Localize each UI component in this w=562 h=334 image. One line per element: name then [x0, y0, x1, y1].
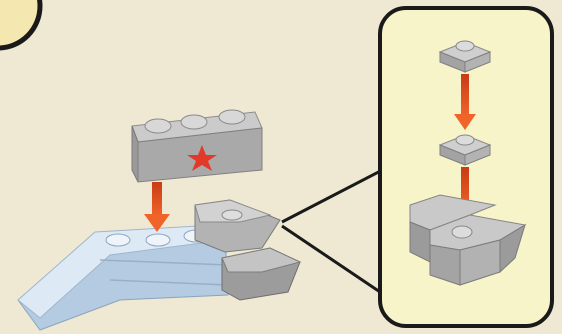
grey-brick-1x3 [132, 110, 262, 182]
callout-connector [282, 165, 392, 300]
step-number-badge [0, 0, 40, 48]
down-arrow-icon [144, 182, 170, 232]
callout-panel [380, 8, 552, 326]
